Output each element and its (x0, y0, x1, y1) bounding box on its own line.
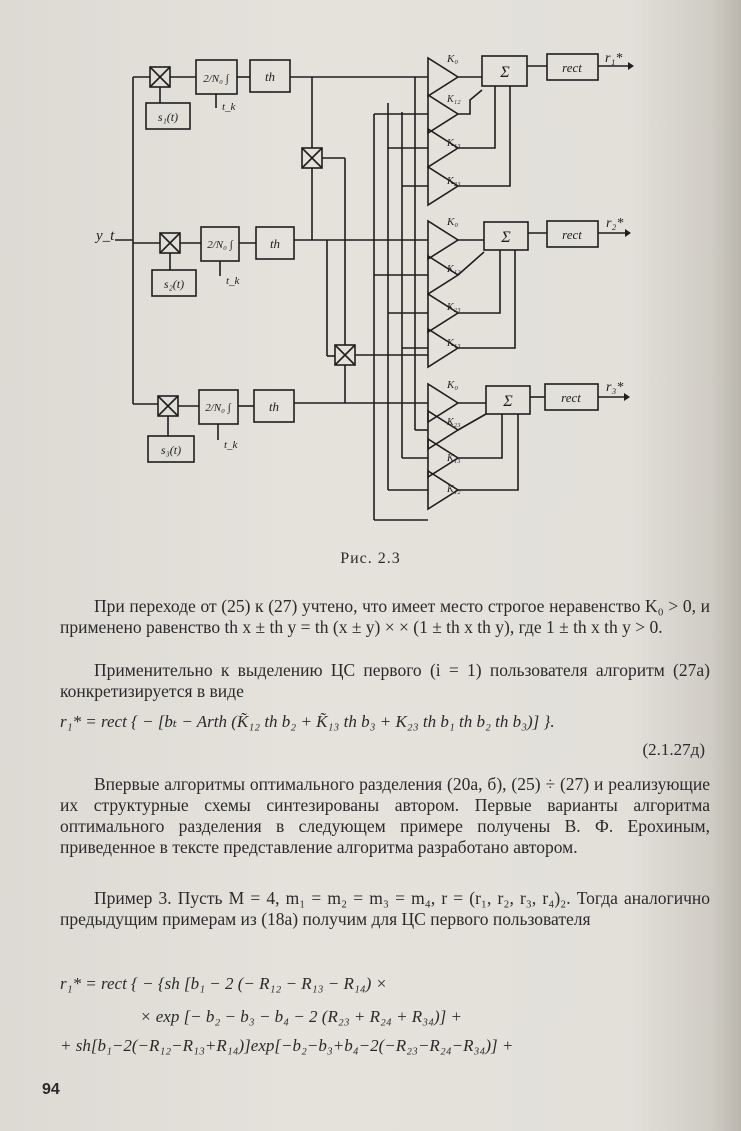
svg-text:K₁₂: K₁₂ (446, 484, 461, 495)
rect-block-2 (546, 220, 599, 248)
summator-3 (485, 385, 531, 415)
svg-text:th: th (265, 69, 275, 84)
equation-2-1-27d: r₁* = rect { − [bₜ − Arth (K̃₁₂ th b₂ + … (60, 712, 555, 731)
equation-line-3: + sh[b₁−2(−R₁₂−R₁₃+R₁₄)]exp[−b₂−b₃+b₄−2(… (60, 1036, 514, 1055)
summator-2 (483, 221, 529, 251)
svg-text:s₂(t): s₂(t) (164, 277, 184, 291)
th-block-3 (253, 389, 295, 423)
paragraph-3: Впервые алгоритмы оптимального разделени… (60, 774, 710, 857)
amplifier-1c (427, 127, 460, 169)
summator-1 (481, 55, 528, 87)
amplifier-1b (427, 93, 460, 135)
paragraph-2: Применительно к выделению ЦС первого (i … (60, 660, 710, 701)
svg-text:s₁(t): s₁(t) (158, 110, 178, 124)
th-block-1 (249, 59, 291, 93)
amplifier-3b (427, 409, 460, 451)
svg-text:2/N₀ ∫: 2/N₀ ∫ (207, 239, 233, 251)
reference-signal-3 (147, 435, 195, 463)
output-stage-3: K₀ K₂₃ K₁₃ K₁₂ Σ rect r₃* (427, 379, 630, 511)
output-stage-2: K₀ K₁₂ K₂₃ K₁₃ Σ rect r₂* (427, 216, 631, 369)
svg-text:rect: rect (562, 227, 582, 242)
reference-signal-2 (151, 269, 197, 297)
svg-text:K₀: K₀ (446, 379, 458, 391)
svg-text:K₁₃: K₁₃ (446, 338, 461, 349)
cross-multipliers (301, 77, 428, 403)
svg-text:rect: rect (561, 390, 581, 405)
distribution-lines (373, 77, 428, 521)
paragraph-1: При переходе от (25) к (27) учтено, что … (60, 596, 710, 637)
branch-2: s₂(t) 2/N₀ ∫ t_k th (151, 226, 428, 297)
svg-text:Σ: Σ (499, 64, 510, 81)
svg-text:K₀: K₀ (446, 53, 458, 65)
paragraph-4: Пример 3. Пусть M = 4, m₁ = m₂ = m₃ = m₄… (60, 888, 710, 929)
svg-text:r₃*: r₃* (606, 380, 623, 395)
svg-text:r₁*: r₁* (605, 51, 622, 66)
svg-text:th: th (270, 236, 280, 251)
svg-text:2/N₀ ∫: 2/N₀ ∫ (203, 73, 229, 85)
svg-text:Σ: Σ (502, 393, 513, 410)
svg-text:K₁₃: K₁₃ (446, 138, 461, 149)
amplifier-K0-2 (427, 219, 460, 261)
svg-text:rect: rect (562, 60, 582, 75)
svg-text:K₁₃: K₁₃ (446, 453, 461, 464)
input-label: y_t (94, 228, 115, 244)
equation-number: (2.1.27д) (642, 740, 705, 759)
output-stage-1: K₀ K₁₂ K₁₃ K₂₃ Σ rect r₁* (427, 51, 634, 207)
amplifier-3d (427, 469, 460, 511)
input-bus: y_t (94, 76, 160, 405)
svg-text:t_k: t_k (224, 439, 239, 451)
reference-signal-1 (145, 102, 191, 130)
equation-line-1: r₁* = rect { − {sh [b₁ − 2 (− R₁₂ − R₁₃ … (60, 974, 388, 993)
branch-3: s₃(t) 2/N₀ ∫ t_k th (147, 389, 428, 463)
rect-block-1 (546, 53, 599, 81)
svg-text:Σ: Σ (500, 229, 511, 246)
svg-text:K₂₃: K₂₃ (446, 417, 461, 428)
amplifier-3c (427, 437, 460, 479)
amplifier-2c (427, 292, 460, 334)
svg-text:2/N₀ ∫: 2/N₀ ∫ (205, 402, 231, 414)
svg-text:t_k: t_k (226, 275, 241, 287)
svg-text:K₁₂: K₁₂ (446, 264, 461, 275)
amplifier-K0-3 (427, 382, 460, 424)
equation-line-2: × exp [− b₂ − b₃ − b₄ − 2 (R₂₃ + R₂₄ + R… (140, 1007, 463, 1026)
page-number: 94 (42, 1081, 60, 1098)
amplifier-1d (427, 165, 460, 207)
amplifier-K0-1 (427, 56, 460, 98)
svg-text:K₀: K₀ (446, 216, 458, 228)
amplifier-2b (427, 254, 460, 296)
svg-text:s₃(t): s₃(t) (161, 443, 181, 457)
svg-text:t_k: t_k (222, 101, 237, 113)
amplifier-2d (427, 327, 460, 369)
figure-caption: Рис. 2.3 (340, 550, 401, 567)
branch-1: s₁(t) 2/N₀ ∫ t_k th (145, 59, 428, 130)
block-diagram: y_t s₁(t) 2/N₀ ∫ t_k th s₂(t) (94, 51, 634, 521)
th-block-2 (255, 226, 295, 260)
svg-text:K₂₃: K₂₃ (446, 302, 461, 313)
svg-text:th: th (269, 399, 279, 414)
svg-text:K₂₃: K₂₃ (446, 176, 461, 187)
svg-text:K₁₂: K₁₂ (446, 94, 461, 105)
svg-text:r₂*: r₂* (606, 216, 623, 231)
